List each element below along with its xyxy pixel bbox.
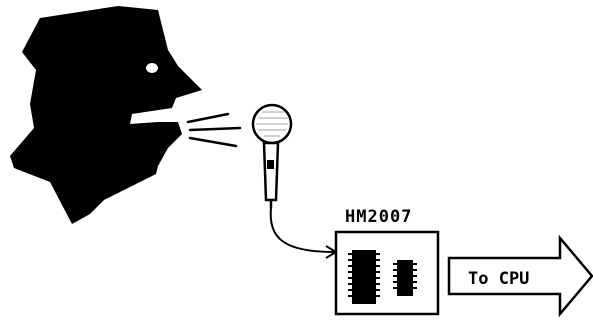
chip-label: HM2007 [345,207,412,227]
hm2007-board [336,232,438,314]
to-cpu-label: To CPU [468,269,529,289]
eye-icon [146,63,158,73]
ic-chip-large [352,250,376,304]
speaking-head-silhouette [10,6,202,224]
to-cpu-arrow: To CPU [449,238,592,314]
speech-waves [188,114,240,146]
mic-cable [271,208,334,252]
ic-chip-small [397,260,413,296]
microphone-icon [253,105,291,208]
